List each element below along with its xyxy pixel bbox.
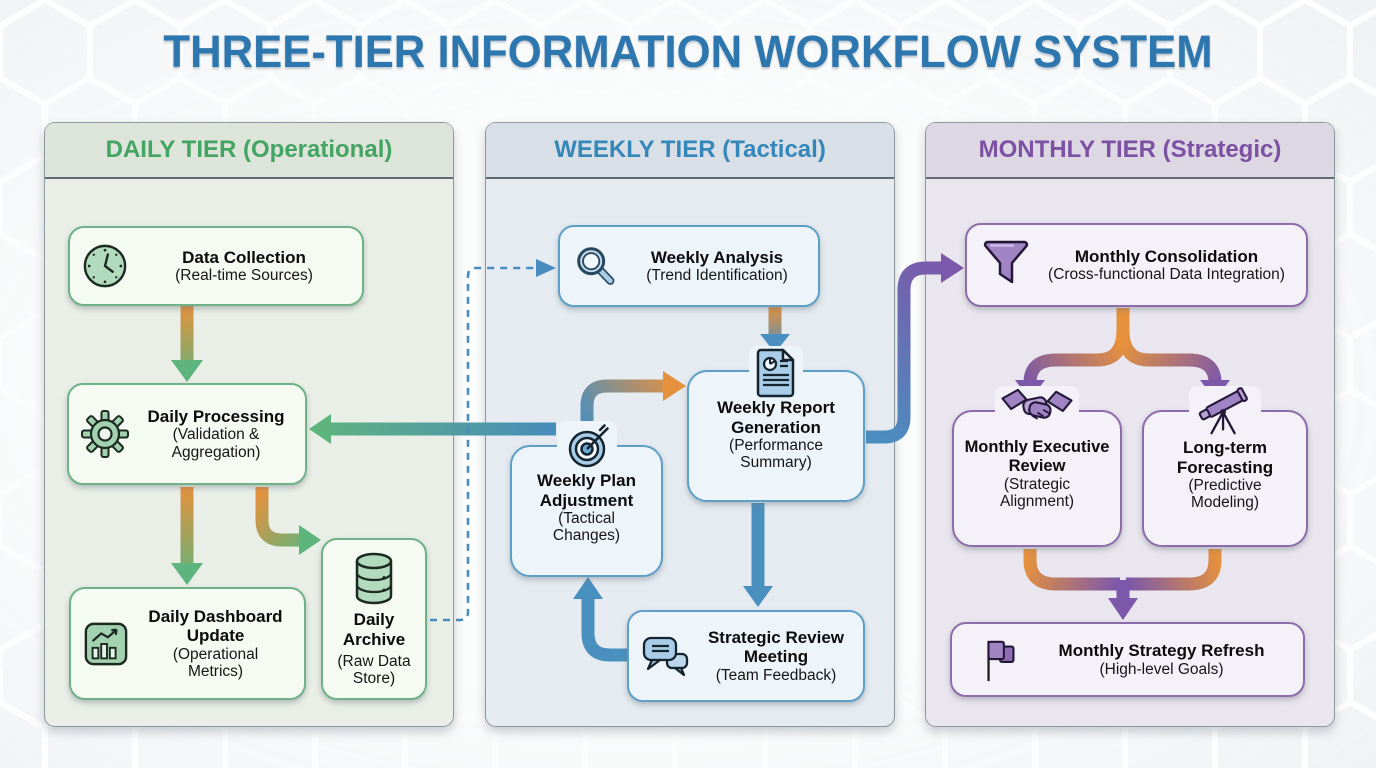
panel-header-daily: DAILY TIER (Operational) [45, 123, 453, 179]
flag-icon [980, 637, 1022, 683]
node-subtitle: (Operational Metrics) [172, 645, 259, 681]
node-subtitle: (Real-time Sources) [175, 267, 313, 285]
node-subtitle: (Trend Identification) [646, 267, 788, 285]
node-strategic-review-meeting: Strategic Review Meeting (Team Feedback) [627, 610, 865, 702]
bar-chart-icon [83, 621, 129, 667]
node-monthly-consolidation: Monthly Consolidation (Cross-functional … [965, 223, 1308, 307]
database-icon [352, 552, 396, 606]
node-subtitle: (Raw Data Store) [337, 653, 411, 688]
page-title: THREE-TIER INFORMATION WORKFLOW SYSTEM [163, 26, 1213, 77]
node-title: Strategic Review Meeting [707, 627, 845, 667]
node-title: Weekly Analysis [650, 247, 784, 267]
panel-header-weekly: WEEKLY TIER (Tactical) [486, 123, 894, 179]
report-document-icon [749, 346, 803, 400]
node-title: Monthly Executive Review [964, 438, 1110, 475]
node-monthly-executive-review: Monthly Executive Review (Strategic Alig… [952, 386, 1122, 547]
magnifier-icon [572, 243, 618, 289]
node-subtitle: (Strategic Alignment) [999, 475, 1075, 511]
node-title: Weekly Report Generation [717, 398, 835, 437]
panel-header-monthly-label: MONTHLY TIER (Strategic) [978, 136, 1282, 163]
node-title: Monthly Consolidation [1074, 246, 1259, 266]
node-daily-processing: Daily Processing (Validation & Aggregati… [67, 383, 307, 485]
node-subtitle: (Validation & Aggregation) [171, 426, 261, 461]
node-monthly-strategy-refresh: Monthly Strategy Refresh (High-level Goa… [950, 622, 1305, 697]
clock-icon [82, 243, 128, 289]
node-title: Monthly Strategy Refresh [1058, 641, 1265, 661]
node-weekly-report-generation: Weekly Report Generation (Performance Su… [687, 346, 865, 502]
node-data-collection: Data Collection (Real-time Sources) [68, 226, 364, 306]
panel-header-monthly: MONTHLY TIER (Strategic) [926, 123, 1334, 179]
node-weekly-plan-adjustment: Weekly Plan Adjustment (Tactical Changes… [510, 421, 663, 577]
telescope-icon [1189, 386, 1261, 440]
node-subtitle: (Cross-functional Data Integration) [1048, 266, 1285, 284]
node-daily-dashboard-update: Daily Dashboard Update (Operational Metr… [69, 587, 306, 700]
handshake-icon [995, 386, 1079, 434]
node-title: Daily Processing [147, 406, 285, 426]
panel-header-daily-label: DAILY TIER (Operational) [105, 136, 393, 163]
funnel-icon [983, 238, 1029, 292]
node-daily-archive: Daily Archive (Raw Data Store) [321, 538, 427, 700]
node-subtitle: (Tactical Changes) [552, 510, 621, 545]
node-long-term-forecasting: Long-term Forecasting (Predictive Modeli… [1142, 386, 1308, 547]
node-title: Daily Dashboard Update [148, 606, 283, 646]
node-weekly-analysis: Weekly Analysis (Trend Identification) [558, 225, 820, 307]
node-title: Weekly Plan Adjustment [537, 471, 636, 510]
node-title: Long-term Forecasting [1176, 438, 1274, 477]
node-title: Data Collection [182, 247, 306, 267]
node-title: Daily Archive [342, 610, 406, 649]
node-subtitle: (High-level Goals) [1099, 660, 1224, 678]
gear-icon [81, 410, 129, 458]
node-subtitle: (Predictive Modeling) [1188, 477, 1262, 512]
node-subtitle: (Team Feedback) [715, 666, 837, 684]
panel-header-weekly-label: WEEKLY TIER (Tactical) [554, 136, 826, 163]
node-subtitle: (Performance Summary) [729, 437, 823, 472]
target-icon [556, 421, 617, 473]
chat-icon [641, 634, 691, 678]
